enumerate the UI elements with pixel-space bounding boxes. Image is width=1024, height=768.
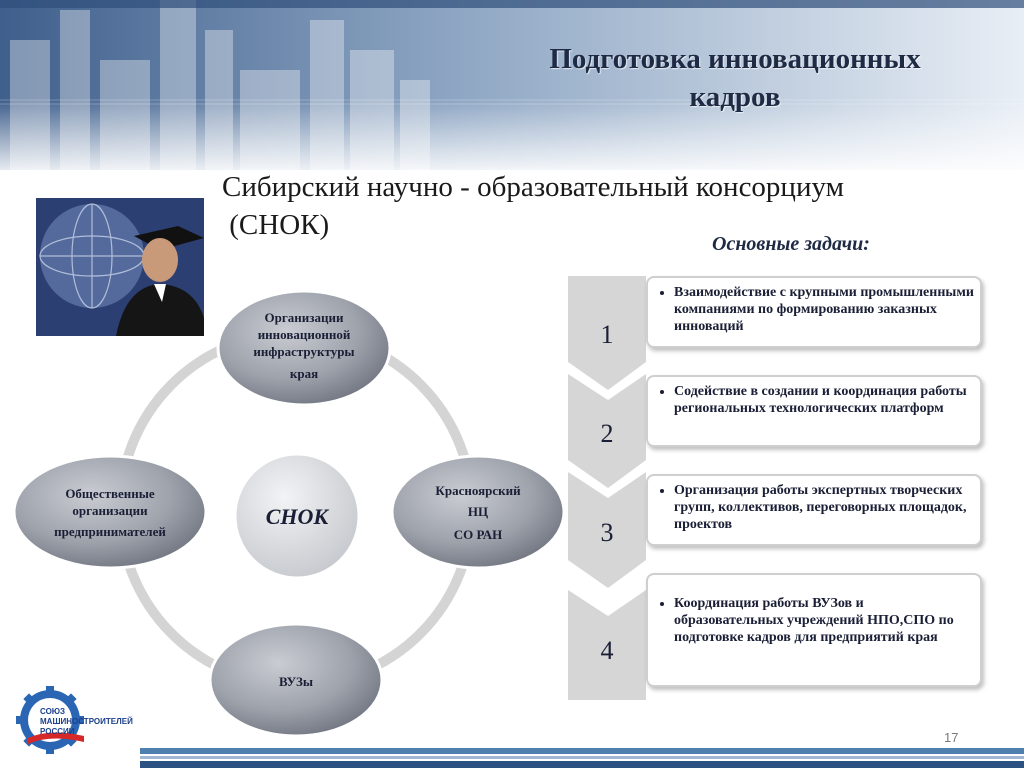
slide-title-line2: кадров [689, 81, 781, 113]
node-top-line3: инфраструктуры [253, 344, 354, 359]
node-bottom-line1: ВУЗы [279, 674, 313, 689]
node-left-line3: предпринимателей [54, 524, 166, 539]
node-top-line1: Организации [265, 310, 344, 325]
task-box-3: Организация работы экспертных творческих… [646, 474, 982, 546]
task-text-3: Организация работы экспертных творческих… [674, 482, 974, 533]
node-center: СНОК [233, 452, 361, 580]
logo-line1: СОЮЗ [40, 707, 65, 716]
slide-subtitle-line2: (СНОК) [222, 209, 330, 241]
task-number-3: 3 [601, 518, 614, 547]
node-top-line2: инновационной [258, 327, 351, 342]
task-number-4: 4 [601, 636, 614, 665]
tasks-heading: Основные задачи: [712, 233, 870, 255]
node-left-line2: организации [72, 503, 148, 518]
task-text-4: Координация работы ВУЗов и образовательн… [674, 595, 974, 646]
task-number-1: 1 [601, 320, 614, 349]
node-left-line1: Общественные [65, 486, 155, 501]
slide-subtitle-line1: Сибирский научно - образовательный консо… [222, 171, 844, 203]
node-center-label: СНОК [266, 504, 330, 529]
node-right-line2: НЦ [468, 504, 488, 519]
node-bottom: ВУЗы [208, 622, 384, 738]
node-right: Красноярский НЦ СО РАН [390, 454, 566, 570]
slide-subtitle: Сибирский научно - образовательный консо… [222, 168, 982, 244]
logo-line3: РОССИИ [40, 727, 75, 736]
task-number-2: 2 [601, 419, 614, 448]
task-box-4: Координация работы ВУЗов и образовательн… [646, 573, 982, 687]
node-right-line1: Красноярский [435, 483, 521, 498]
task-box-1: Взаимодействие с крупными промышленными … [646, 276, 982, 348]
node-top-line4: края [290, 366, 318, 381]
logo-line2: МАШИНОСТРОИТЕЛЕЙ [40, 717, 133, 726]
node-right-line3: СО РАН [454, 527, 503, 542]
logo: СОЮЗ МАШИНОСТРОИТЕЛЕЙ РОССИИ [16, 686, 133, 754]
page-number: 17 [944, 730, 959, 745]
task-text-1: Взаимодействие с крупными промышленными … [674, 284, 974, 335]
flag-ribbon-icon [28, 732, 84, 744]
chevron-column [568, 276, 646, 700]
task-box-2: Содействие в создании и координация рабо… [646, 375, 982, 447]
slide-title-line1: Подготовка инновационных [549, 43, 921, 75]
slide-title: Подготовка инновационных кадров [470, 40, 1000, 116]
task-text-2: Содействие в создании и координация рабо… [674, 383, 974, 417]
graduate-photo [36, 198, 204, 336]
node-top: Организации инновационной инфраструктуры… [216, 289, 392, 407]
node-left: Общественные организации предпринимателе… [12, 454, 208, 570]
